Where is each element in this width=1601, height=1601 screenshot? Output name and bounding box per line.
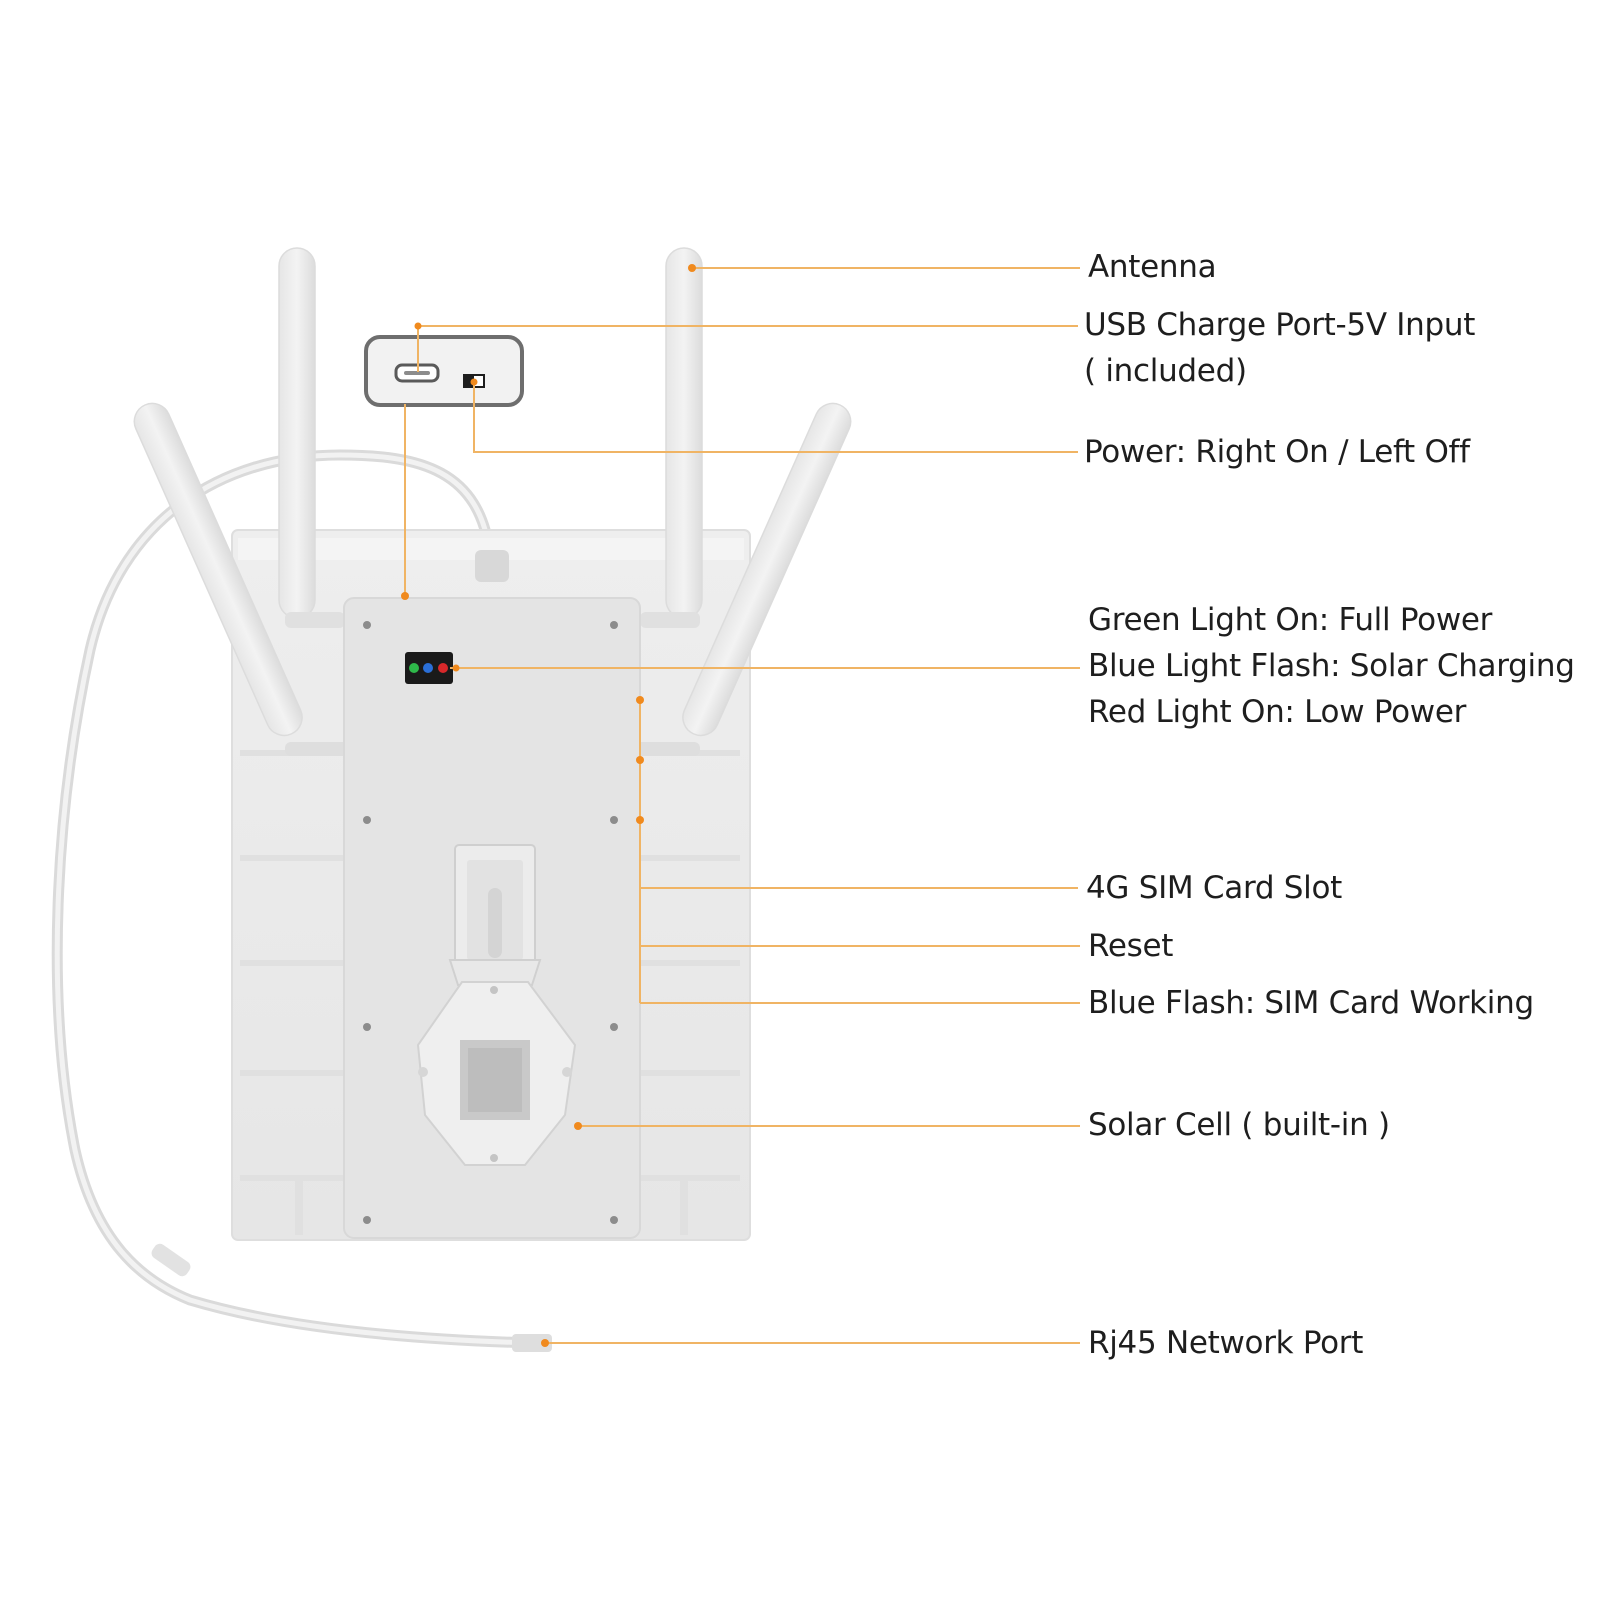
label-solar-cell: Solar Cell ( built-in ): [1088, 1107, 1390, 1143]
antenna-right-vertical: [665, 247, 703, 619]
label-sim-slot: 4G SIM Card Slot: [1086, 870, 1343, 906]
leader-lines: [404, 267, 1080, 1344]
label-green-light: Green Light On: Full Power: [1088, 602, 1493, 638]
led-green: [409, 663, 419, 673]
cable-gland: [475, 550, 509, 582]
label-sim-working: Blue Flash: SIM Card Working: [1088, 985, 1534, 1021]
label-blue-light: Blue Light Flash: Solar Charging: [1088, 648, 1575, 684]
antenna-left-angled: [133, 402, 303, 737]
label-usb-included: ( included): [1084, 353, 1247, 389]
led-red: [438, 663, 448, 673]
led-blue: [423, 663, 433, 673]
label-usb-charge-port: USB Charge Port-5V Input: [1084, 307, 1476, 343]
label-red-light: Red Light On: Low Power: [1088, 694, 1467, 730]
label-rj45-port: Rj45 Network Port: [1088, 1325, 1364, 1361]
label-reset: Reset: [1088, 928, 1174, 964]
panel-screws: [363, 621, 618, 1224]
usb-power-inset: [364, 335, 524, 407]
cable-sleeve: [151, 1243, 191, 1277]
rj45-connector: [512, 1334, 552, 1352]
antenna-right-angled: [682, 402, 852, 737]
label-power-switch: Power: Right On / Left Off: [1084, 434, 1470, 470]
label-antenna: Antenna: [1088, 249, 1217, 285]
antennas: [133, 247, 852, 756]
mounting-bracket: [416, 844, 577, 1166]
leader-dots: [401, 264, 696, 1347]
antenna-left-vertical: [278, 247, 316, 619]
